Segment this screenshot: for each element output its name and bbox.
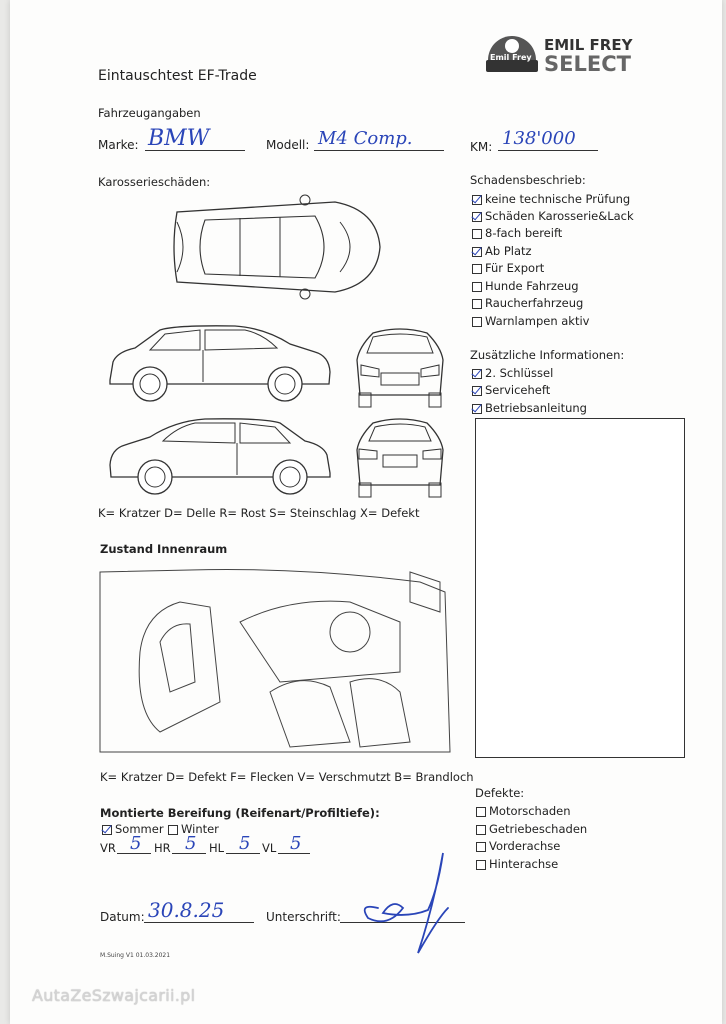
defect-item-1-label: Getriebeschaden — [489, 822, 588, 836]
signature-image[interactable] — [348, 848, 458, 958]
emil-frey-emblem-icon — [486, 36, 538, 72]
dd-item-2-label: 8-fach bereift — [485, 226, 563, 240]
ai-item-1-checkbox[interactable] — [472, 386, 482, 396]
model-field-line — [314, 150, 444, 151]
tyre-vr-label: VR — [100, 841, 116, 855]
defect-item-1-checkbox[interactable] — [476, 825, 486, 835]
additional-info-title: Zusätzliche Informationen: — [470, 348, 625, 362]
dd-item-4-checkbox[interactable] — [472, 264, 482, 274]
model-value[interactable]: M4 Comp. — [318, 128, 413, 149]
tyre-hl-label: HL — [209, 841, 225, 855]
emblem-text: Emil Frey — [490, 53, 532, 62]
make-label: Marke: — [98, 138, 139, 152]
defect-item-2-checkbox[interactable] — [476, 842, 486, 852]
dd-item-2-checkbox[interactable] — [472, 229, 482, 239]
tyre-vl-value[interactable]: 5 — [290, 833, 302, 854]
defects-title: Defekte: — [475, 786, 525, 800]
car-front-view-diagram — [356, 328, 444, 408]
dd-item-4-label: Für Export — [485, 261, 545, 275]
make-value[interactable]: BMW — [148, 126, 210, 151]
tyre-hr-line — [172, 853, 206, 854]
tyre-vl-label: VL — [262, 841, 277, 855]
tyre-hl-value[interactable]: 5 — [239, 833, 251, 854]
car-rear-view-diagram — [356, 418, 444, 498]
tyre-vl-line — [278, 853, 310, 854]
car-side-view-left-diagram — [109, 418, 331, 495]
tyre-hl-line — [226, 853, 260, 854]
date-field-line — [144, 922, 254, 923]
dd-item-7-checkbox[interactable] — [472, 317, 482, 327]
damage-description-title: Schadensbeschrieb: — [470, 173, 586, 187]
tyre-hr-value[interactable]: 5 — [185, 833, 197, 854]
additional-info-notes-box[interactable] — [475, 418, 685, 758]
dd-item-5-label: Hunde Fahrzeug — [485, 279, 579, 293]
section-tyres: Montierte Bereifung (Reifenart/Profiltie… — [100, 806, 380, 820]
date-value[interactable]: 30.8.25 — [148, 898, 225, 922]
section-body: Karosserieschäden: — [98, 175, 211, 189]
dd-item-3-label: Ab Platz — [485, 244, 532, 258]
ai-item-2-checkbox[interactable] — [472, 404, 482, 414]
km-value[interactable]: 138'000 — [502, 128, 576, 149]
signature-field-line — [340, 922, 465, 923]
car-side-view-right-diagram — [109, 325, 331, 402]
ai-item-1-label: Serviceheft — [485, 383, 551, 397]
dd-item-6-label: Raucherfahrzeug — [485, 296, 584, 310]
dd-item-1-label: Schäden Karosserie&Lack — [485, 209, 634, 223]
section-interior: Zustand Innenraum — [100, 542, 228, 556]
km-field-line — [498, 150, 598, 151]
tyre-vr-value[interactable]: 5 — [130, 833, 142, 854]
ai-item-0-label: 2. Schlüssel — [485, 366, 554, 380]
dd-item-5-checkbox[interactable] — [472, 282, 482, 292]
defect-item-3-label: Hinterachse — [489, 857, 559, 871]
brand-line2: SELECT — [544, 52, 631, 76]
watermark: AutaZeSzwajcarii.pl — [32, 986, 196, 1005]
tyre-hr-label: HR — [154, 841, 171, 855]
form-title: Eintauschtest EF-Trade — [98, 68, 257, 84]
ai-item-2-label: Betriebsanleitung — [485, 401, 587, 415]
model-label: Modell: — [266, 138, 310, 152]
date-label: Datum: — [100, 910, 145, 924]
defect-item-2-label: Vorderachse — [489, 839, 561, 853]
dd-item-3-checkbox[interactable] — [472, 247, 482, 257]
ai-item-0-checkbox[interactable] — [472, 369, 482, 379]
car-top-view-diagram — [173, 194, 381, 300]
tyre-summer-checkbox[interactable] — [102, 825, 112, 835]
brand-line1: EMIL FREY — [544, 36, 633, 54]
defect-item-0-checkbox[interactable] — [476, 807, 486, 817]
section-vehicle: Fahrzeugangaben — [98, 106, 201, 120]
tyre-winter-label: Winter — [181, 822, 219, 836]
form-sheet: Emil Frey EMIL FREY SELECT Eintauschtest… — [10, 0, 722, 1024]
interior-diagram — [99, 569, 451, 753]
dd-item-1-checkbox[interactable] — [472, 212, 482, 222]
km-label: KM: — [470, 140, 493, 154]
defect-item-0-label: Motorschaden — [489, 804, 571, 818]
signature-label: Unterschrift: — [266, 910, 341, 924]
make-field-line — [145, 150, 245, 151]
dd-item-6-checkbox[interactable] — [472, 299, 482, 309]
defect-item-3-checkbox[interactable] — [476, 860, 486, 870]
dd-item-0-label: keine technische Prüfung — [485, 192, 631, 206]
tyre-winter-checkbox[interactable] — [168, 825, 178, 835]
version-text: M.Suing V1 01.03.2021 — [100, 952, 171, 959]
tyre-vr-line — [117, 853, 151, 854]
tyre-summer-label: Sommer — [115, 822, 164, 836]
interior-legend: K= Kratzer D= Defekt F= Flecken V= Versc… — [100, 770, 474, 784]
dd-item-7-label: Warnlampen aktiv — [485, 314, 590, 328]
dd-item-0-checkbox[interactable] — [472, 195, 482, 205]
body-legend: K= Kratzer D= Delle R= Rost S= Steinschl… — [98, 506, 420, 520]
